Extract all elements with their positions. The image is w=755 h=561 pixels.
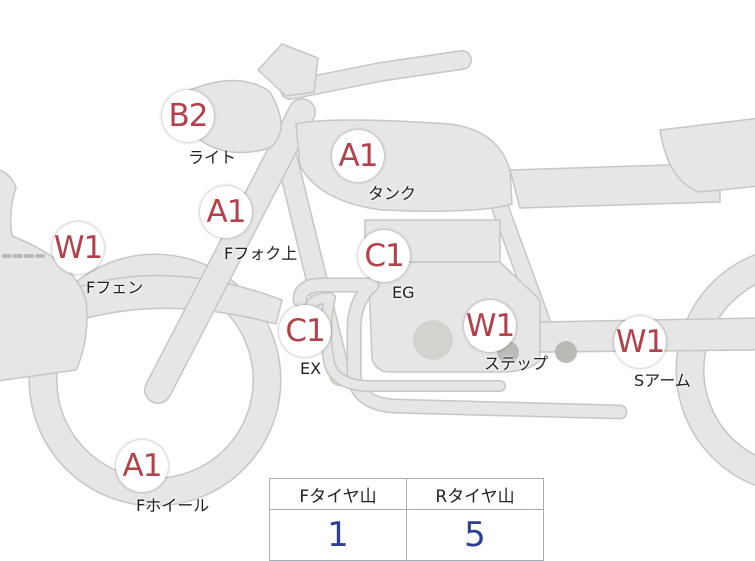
badge-front-fork-upper: A1 xyxy=(200,186,252,238)
exhaust-pipe-lower-inner xyxy=(294,279,626,418)
badge-front-fender: W1 xyxy=(52,222,104,274)
front-cowl-shape xyxy=(0,169,88,382)
label-front-fork-upper: Fフォク上 xyxy=(224,244,298,263)
value-rear-tread: 5 xyxy=(406,509,544,561)
value-front-tread: 1 xyxy=(269,509,407,561)
front-fork-inner xyxy=(145,99,315,403)
badge-tank: A1 xyxy=(332,130,384,182)
rear-cowl-shape xyxy=(659,117,755,193)
grade-exhaust: C1 xyxy=(285,313,325,349)
tread-value-row: 1 5 xyxy=(269,509,544,561)
label-step: ステップ xyxy=(484,354,549,373)
label-swing-arm: Sアーム xyxy=(634,371,691,390)
grade-engine: C1 xyxy=(364,238,404,274)
badge-engine: C1 xyxy=(358,230,410,282)
step-peg-right xyxy=(555,341,577,363)
label-exhaust: EX xyxy=(300,359,322,378)
badge-exhaust: C1 xyxy=(279,305,331,357)
label-tank: タンク xyxy=(368,184,417,203)
grade-step: W1 xyxy=(465,308,515,344)
label-front-fender: Fフェン xyxy=(86,278,144,297)
handle-clamp-shape xyxy=(257,43,319,97)
label-light: ライト xyxy=(188,148,237,167)
tread-header-row: Fタイヤ山 Rタイヤ山 xyxy=(269,478,544,510)
badge-swing-arm: W1 xyxy=(614,316,666,368)
grade-swing-arm: W1 xyxy=(615,324,665,360)
grade-front-fender: W1 xyxy=(53,230,103,266)
grade-front-wheel: A1 xyxy=(122,448,163,484)
header-rear-tread: Rタイヤ山 xyxy=(406,478,544,510)
front-wheel-outline xyxy=(30,255,280,505)
label-front-wheel: Fホイール xyxy=(136,496,210,515)
tire-tread-table: Fタイヤ山 Rタイヤ山 1 5 xyxy=(269,478,544,561)
label-engine: EG xyxy=(392,283,415,302)
rear-wheel-outline xyxy=(677,255,755,485)
handlebar-inner xyxy=(281,51,471,99)
badge-light: B2 xyxy=(162,90,214,142)
badge-front-wheel: A1 xyxy=(116,440,168,492)
grade-front-fork-upper: A1 xyxy=(206,194,247,230)
grade-light: B2 xyxy=(168,98,209,134)
badge-step: W1 xyxy=(464,300,516,352)
grade-tank: A1 xyxy=(338,138,379,174)
header-front-tread: Fタイヤ山 xyxy=(269,478,407,510)
engine-cover-shape xyxy=(413,320,453,360)
